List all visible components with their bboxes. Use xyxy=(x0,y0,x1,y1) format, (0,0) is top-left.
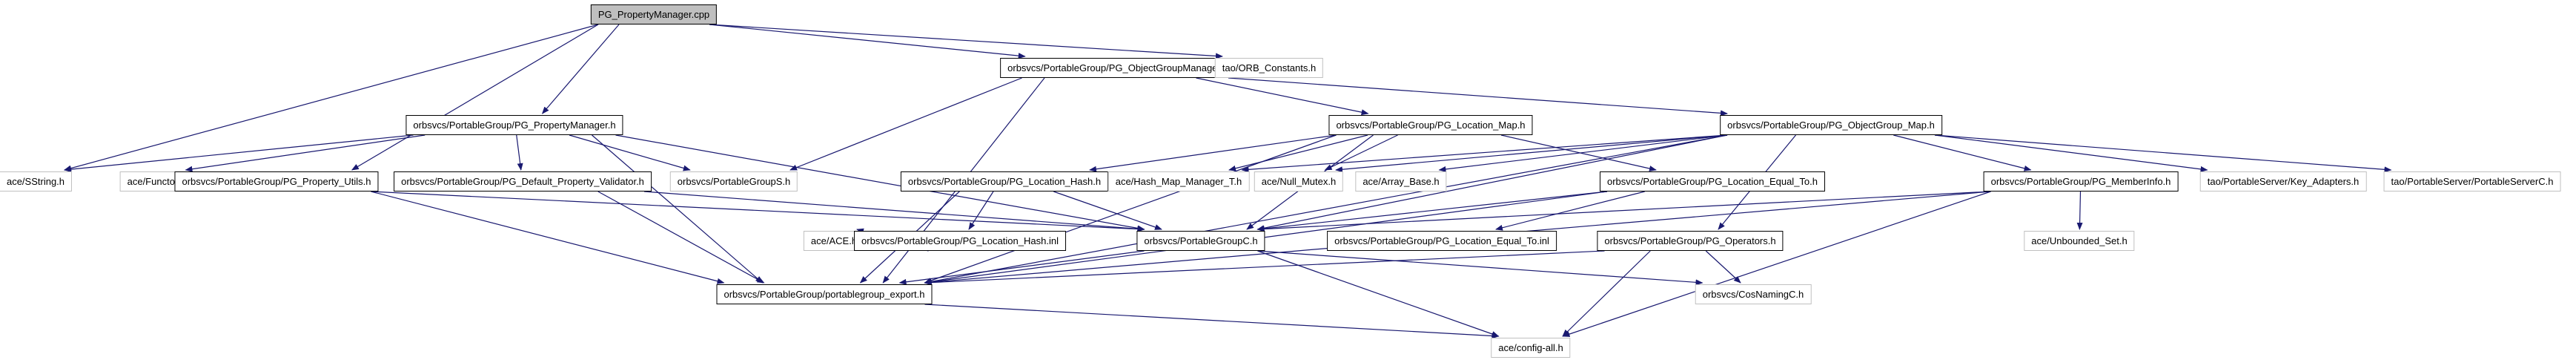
include-edge-pm_h-to-export xyxy=(592,134,764,284)
include-edge-ogm-to-locmap xyxy=(1196,77,1369,116)
include-edge-prop_utils-to-export xyxy=(371,191,725,284)
include-edge-root-to-sstring xyxy=(64,24,599,171)
include-edge-ogmap-to-psc xyxy=(1934,134,2392,173)
graph-node-pg_s: orbsvcs/PortableGroupS.h xyxy=(669,171,798,192)
include-edge-ogmap-to-memberinfo xyxy=(1893,134,2032,171)
include-edge-root-to-pm_h xyxy=(541,24,620,114)
include-edge-pg_c-to-export xyxy=(898,250,1145,285)
graph-node-locequal[interactable]: orbsvcs/PortableGroup/PG_Location_Equal_… xyxy=(1599,171,1826,192)
include-edge-ogm-to-pg_s xyxy=(789,77,1022,171)
include-edge-locequal-to-export xyxy=(924,191,1608,285)
graph-node-orbconst: tao/ORB_Constants.h xyxy=(1214,58,1324,78)
graph-node-unbounded: ace/Unbounded_Set.h xyxy=(2024,231,2135,251)
graph-node-configall: ace/config-all.h xyxy=(1491,338,1571,358)
graph-node-ogmap[interactable]: orbsvcs/PortableGroup/PG_ObjectGroup_Map… xyxy=(1720,115,1942,135)
include-edge-pg_c-to-configall xyxy=(1257,250,1500,337)
graph-node-pm_h[interactable]: orbsvcs/PortableGroup/PG_PropertyManager… xyxy=(405,115,623,135)
include-edge-locmap-to-lochash xyxy=(1089,134,1337,172)
include-edge-locequal-to-locequal_inl xyxy=(1495,191,1645,231)
include-edge-memberinfo-to-pg_c xyxy=(1256,191,1991,232)
include-edge-root-to-orbconst xyxy=(709,24,1223,59)
graph-node-keyadapt: tao/PortableServer/Key_Adapters.h xyxy=(2199,171,2367,192)
graph-node-hashmap_t: ace/Hash_Map_Manager_T.h xyxy=(1107,171,1250,192)
graph-node-prop_utils[interactable]: orbsvcs/PortableGroup/PG_Property_Utils.… xyxy=(174,171,379,192)
include-edge-pm_h-to-def_valid xyxy=(516,134,523,171)
include-edge-def_valid-to-pg_c xyxy=(643,191,1145,232)
include-edge-operators-to-export xyxy=(924,250,1605,286)
include-edge-ogm-to-ogmap xyxy=(1228,77,1728,117)
graph-node-export[interactable]: orbsvcs/PortableGroup/portablegroup_expo… xyxy=(716,284,933,304)
include-edge-operators-to-configall xyxy=(1562,250,1651,337)
include-edge-operators-to-cosnaming xyxy=(1705,250,1741,284)
include-edge-locmap-to-locequal xyxy=(1500,134,1657,171)
include-edge-ogmap-to-export xyxy=(924,134,1728,285)
graph-node-nullmutex: ace/Null_Mutex.h xyxy=(1254,171,1344,192)
include-edge-ogmap-to-pg_c xyxy=(1256,134,1728,232)
include-edge-pm_h-to-functor xyxy=(185,134,426,172)
include-edge-pg_c-to-cosnaming xyxy=(1257,250,1703,286)
graph-node-psc: tao/PortableServer/PortableServerC.h xyxy=(2383,171,2561,192)
graph-node-locmap[interactable]: orbsvcs/PortableGroup/PG_Location_Map.h xyxy=(1328,115,1533,135)
graph-node-sstring: ace/SString.h xyxy=(0,171,73,192)
graph-node-arraybase: ace/Array_Base.h xyxy=(1355,171,1447,192)
include-edge-locequal-to-pg_c xyxy=(1256,191,1608,232)
include-edge-ogmap-to-arraybase xyxy=(1438,134,1728,172)
graph-node-pg_c[interactable]: orbsvcs/PortableGroupC.h xyxy=(1136,231,1265,251)
include-edge-export-to-configall xyxy=(924,304,1500,339)
include-edge-pm_h-to-pg_s xyxy=(569,134,691,171)
graph-node-memberinfo[interactable]: orbsvcs/PortableGroup/PG_MemberInfo.h xyxy=(1983,171,2179,192)
include-edge-root-to-prop_utils xyxy=(351,24,599,171)
graph-node-lochash_inl[interactable]: orbsvcs/PortableGroup/PG_Location_Hash.i… xyxy=(854,231,1066,251)
include-edge-locmap-to-export xyxy=(924,134,1337,284)
graph-node-locequal_inl[interactable]: orbsvcs/PortableGroup/PG_Location_Equal_… xyxy=(1327,231,1557,251)
graph-node-operators[interactable]: orbsvcs/PortableGroup/PG_Operators.h xyxy=(1597,231,1784,251)
include-edge-locmap-to-hashmap_t xyxy=(1228,134,1368,171)
include-edge-pm_h-to-pg_c xyxy=(615,134,1145,232)
include-edge-root-to-ogm xyxy=(709,24,1026,59)
include-edge-locmap-to-nullmutex xyxy=(1324,134,1398,171)
include-edge-memberinfo-to-configall xyxy=(1562,191,1991,337)
include-edge-memberinfo-to-unbounded xyxy=(2076,191,2083,230)
include-edge-prop_utils-to-pg_c xyxy=(371,191,1145,232)
include-edge-pm_h-to-sstring xyxy=(64,134,414,173)
include-edge-def_valid-to-export xyxy=(597,191,765,284)
graph-node-lochash[interactable]: orbsvcs/PortableGroup/PG_Location_Hash.h xyxy=(900,171,1109,192)
graph-node-root: PG_PropertyManager.cpp xyxy=(590,4,718,24)
graph-node-def_valid[interactable]: orbsvcs/PortableGroup/PG_Default_Propert… xyxy=(394,171,652,192)
include-edge-ogmap-to-keyadapt xyxy=(1934,134,2208,172)
graph-node-ogm[interactable]: orbsvcs/PortableGroup/PG_ObjectGroupMana… xyxy=(1000,58,1236,78)
include-edge-ogmap-to-hashmap_t xyxy=(1241,134,1728,173)
include-edge-lochash-to-pg_c xyxy=(1053,191,1162,230)
graph-node-cosnaming: orbsvcs/CosNamingC.h xyxy=(1695,284,1812,304)
include-edge-ogmap-to-nullmutex xyxy=(1335,134,1728,173)
include-edge-lochash-to-lochash_inl xyxy=(968,191,994,230)
